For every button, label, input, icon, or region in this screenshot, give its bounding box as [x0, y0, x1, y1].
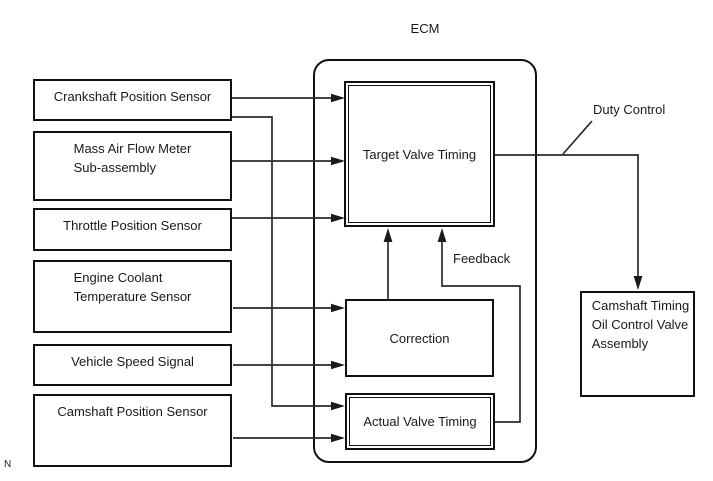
feedback-label: Feedback — [453, 251, 511, 266]
block-label: Actual Valve Timing — [363, 414, 477, 429]
block-label: Vehicle Speed Signal — [71, 354, 194, 369]
block-label: Throttle Position Sensor — [63, 218, 202, 233]
ecm-title: ECM — [410, 21, 440, 36]
block-actual-valve-timing: Actual Valve Timing — [345, 393, 495, 450]
block-label: Engine Coolant Temperature Sensor — [73, 270, 192, 304]
block-mass-air-flow-meter: Mass Air Flow Meter Sub-assembly — [33, 131, 232, 201]
block-label: Target Valve Timing — [362, 146, 477, 162]
block-label: Crankshaft Position Sensor — [53, 89, 212, 104]
duty-control-label: Duty Control — [593, 102, 666, 117]
block-crankshaft-position-sensor: Crankshaft Position Sensor — [33, 79, 232, 121]
block-label: Mass Air Flow Meter Sub-assembly — [73, 141, 192, 175]
block-label: Correction — [389, 330, 450, 346]
block-label: Camshaft Timing Oil Control Valve Assemb… — [591, 298, 690, 351]
duty-control-leader — [562, 120, 593, 155]
arrowhead-down — [633, 276, 643, 290]
block-correction: Correction — [345, 299, 494, 377]
block-label: Camshaft Position Sensor — [57, 404, 208, 419]
block-target-valve-timing-inner: Target Valve Timing — [348, 85, 491, 223]
block-engine-coolant-temperature-sensor: Engine Coolant Temperature Sensor — [33, 260, 232, 333]
block-target-valve-timing: Target Valve Timing — [344, 81, 495, 227]
block-actual-valve-timing-inner: Actual Valve Timing — [349, 397, 491, 446]
block-throttle-position-sensor: Throttle Position Sensor — [33, 208, 232, 251]
block-camshaft-position-sensor: Camshaft Position Sensor — [33, 394, 232, 467]
block-vehicle-speed-signal: Vehicle Speed Signal — [33, 344, 232, 386]
note-marker: N — [4, 459, 12, 470]
block-camshaft-timing-oil-control-valve-assembly: Camshaft Timing Oil Control Valve Assemb… — [580, 291, 695, 397]
